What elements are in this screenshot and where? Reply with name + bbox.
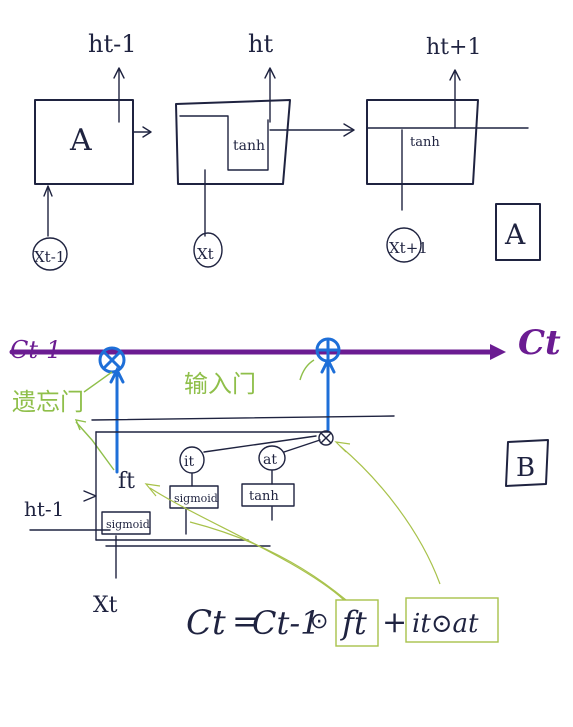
- cell-state-out-label: Ct: [518, 323, 561, 363]
- input-circle: [386, 227, 422, 263]
- ft-highlight-box: [335, 599, 379, 647]
- tag-label: A: [504, 218, 526, 251]
- rnn-cell-2: tanh ht Xt: [175, 30, 355, 268]
- tag-label: B: [516, 453, 535, 483]
- gate-multiply-node: [318, 430, 334, 446]
- formula-term1-state: Ct-1: [252, 604, 321, 642]
- output-label: ht+1: [426, 35, 481, 60]
- input-flow-arrowhead: [320, 356, 336, 374]
- cell-box: [175, 99, 291, 185]
- cell-label: A: [69, 123, 92, 158]
- pointer-arrowhead: [144, 483, 161, 497]
- tanh-box: [241, 483, 295, 507]
- at-node: [258, 445, 286, 471]
- diagram-b-tag: B: [505, 439, 549, 487]
- formula-lhs: Ct: [186, 603, 226, 643]
- at-to-multiply: [283, 439, 321, 453]
- tag-box: [505, 439, 549, 487]
- ft-label: ft: [118, 469, 135, 494]
- forget-annotation-pointer-2: [75, 421, 115, 471]
- input-arrowhead: [43, 185, 53, 197]
- output-label: ht-1: [88, 30, 136, 58]
- output-arrowhead: [264, 67, 276, 79]
- extra-pointer: [189, 521, 347, 601]
- input-label: Xt+1: [389, 239, 428, 257]
- gate-box-1: sigmoid: [101, 511, 151, 535]
- tanh-label: tanh: [249, 489, 279, 504]
- lstm-formula: Ct = Ct-1 ⊙ ft + it⊙at: [186, 597, 499, 647]
- diagram-a: A ht-1 Xt-1 tanh ht Xt: [32, 30, 541, 271]
- cell-state-in-label: Ct-1: [10, 336, 61, 364]
- formula-plus: +: [382, 605, 407, 640]
- pointer-arrowhead: [334, 441, 351, 453]
- cell-top-line: [91, 415, 395, 421]
- sigmoid-box: [169, 485, 219, 509]
- itat-highlight-box: [405, 597, 499, 643]
- recurrent-arrowhead: [142, 126, 152, 138]
- itat-highlight-pointer: [339, 445, 441, 585]
- formula-equals: =: [232, 602, 259, 640]
- x-input-label: Xt: [93, 593, 118, 618]
- ft-highlight-pointer: [149, 487, 345, 601]
- multiply-cross: [102, 350, 122, 370]
- diagram-a-tag: A: [495, 203, 541, 261]
- diagram-b: Ct-1 Ct 遗忘门 输入门 ft it at: [9, 323, 561, 647]
- sigmoid-label: sigmoid: [106, 518, 150, 531]
- forget-gate-annotation: 遗忘门: [12, 388, 84, 416]
- sigmoid-box: [101, 511, 151, 535]
- input-annotation-pointer: [299, 359, 315, 381]
- output-arrowhead: [113, 67, 125, 79]
- formula-term2: it⊙at: [412, 609, 479, 639]
- recurrent-arrowhead: [343, 123, 355, 137]
- rnn-cell-3: tanh ht+1 Xt+1: [366, 35, 529, 263]
- sigmoid-label: sigmoid: [174, 492, 218, 505]
- tag-box: [495, 203, 541, 261]
- formula-op1: ⊙: [310, 609, 328, 634]
- forget-flow-arrowhead: [109, 366, 125, 384]
- input-circle: [32, 237, 68, 271]
- pointer-arrowhead: [74, 419, 87, 431]
- output-label: ht: [248, 30, 273, 58]
- it-label: it: [184, 454, 194, 470]
- h-prev-arrow: [83, 490, 97, 502]
- input-label: Xt: [197, 245, 214, 263]
- inner-path: [179, 115, 269, 171]
- tanh-label: tanh: [233, 138, 265, 154]
- gate-box-3: tanh: [241, 483, 295, 507]
- h-prev-label: ht-1: [24, 497, 64, 521]
- cell-state-arrowhead: [490, 344, 506, 360]
- at-label: at: [263, 452, 277, 468]
- it-node: [179, 446, 205, 474]
- formula-term1-gate: ft: [340, 604, 367, 642]
- input-label: Xt-1: [34, 248, 65, 266]
- gate-box-2: sigmoid: [169, 485, 219, 509]
- input-circle: [193, 232, 223, 268]
- input-gate-annotation: 输入门: [184, 370, 256, 398]
- output-arrowhead: [449, 69, 461, 81]
- tanh-label: tanh: [410, 135, 440, 150]
- cell-box: [366, 99, 479, 185]
- cell-box: [34, 99, 134, 185]
- multiply-cross: [320, 432, 332, 444]
- forget-annotation-pointer: [83, 371, 113, 393]
- rnn-cell-1: A ht-1 Xt-1: [32, 30, 152, 271]
- it-to-multiply: [203, 435, 317, 453]
